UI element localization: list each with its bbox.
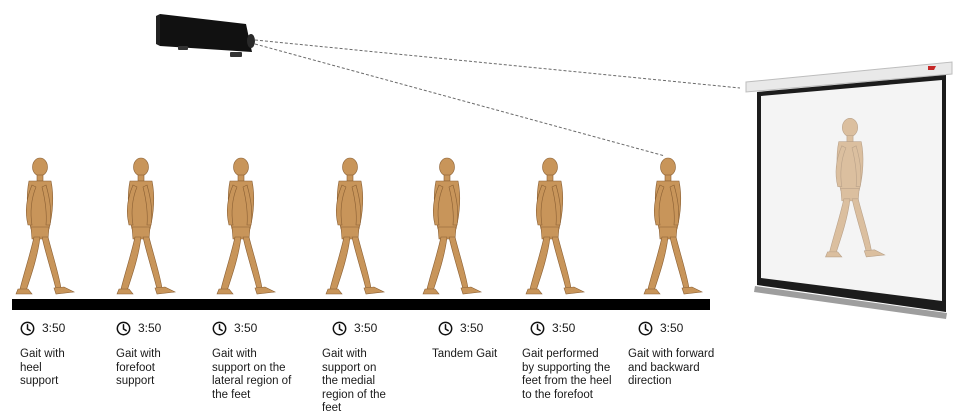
walking-figure-3 [217, 158, 275, 294]
walking-figure-7 [644, 158, 702, 294]
gait-label: Gait with forward and backward direction [628, 348, 726, 389]
gait-label: Gait with forefoot support [116, 348, 180, 389]
walking-figure-2 [117, 158, 175, 294]
clock-icon [116, 321, 131, 336]
walkway-track [12, 299, 710, 310]
gait-item-tandem: 3:50 Tandem Gait [432, 318, 532, 362]
walking-figure-6 [526, 158, 584, 294]
clock-icon [530, 321, 545, 336]
duration-text: 3:50 [138, 321, 161, 335]
gait-label: Gait with heel support [20, 348, 82, 389]
clock-icon [20, 321, 35, 336]
clock-icon [212, 321, 227, 336]
projector-icon [156, 14, 255, 57]
projection-beam [255, 40, 740, 156]
duration-text: 3:50 [660, 321, 683, 335]
duration-text: 3:50 [42, 321, 65, 335]
gait-label: Gait with support on the lateral region … [212, 348, 298, 402]
clock-icon [438, 321, 453, 336]
gait-label: Tandem Gait [432, 348, 512, 362]
gait-item-heel-support: 3:50 Gait with heel support [20, 318, 120, 389]
gait-item-lateral-support: 3:50 Gait with support on the lateral re… [212, 318, 312, 402]
duration-text: 3:50 [460, 321, 483, 335]
duration-text: 3:50 [552, 321, 575, 335]
gait-label: Gait performed by supporting the feet fr… [522, 348, 612, 402]
gait-item-forefoot-support: 3:50 Gait with forefoot support [116, 318, 216, 389]
walking-figure-1 [16, 158, 74, 294]
clock-icon [638, 321, 653, 336]
duration-text: 3:50 [234, 321, 257, 335]
walking-figure-4 [326, 158, 384, 294]
gait-label: Gait with support on the medial region o… [322, 348, 394, 416]
duration-text: 3:50 [354, 321, 377, 335]
gait-item-heel-to-forefoot: 3:50 Gait performed by supporting the fe… [522, 318, 622, 402]
walking-figure-5 [423, 158, 481, 294]
gait-item-forward-backward: 3:50 Gait with forward and backward dire… [628, 318, 728, 389]
clock-icon [332, 321, 347, 336]
gait-item-medial-support: 3:50 Gait with support on the medial reg… [322, 318, 422, 416]
